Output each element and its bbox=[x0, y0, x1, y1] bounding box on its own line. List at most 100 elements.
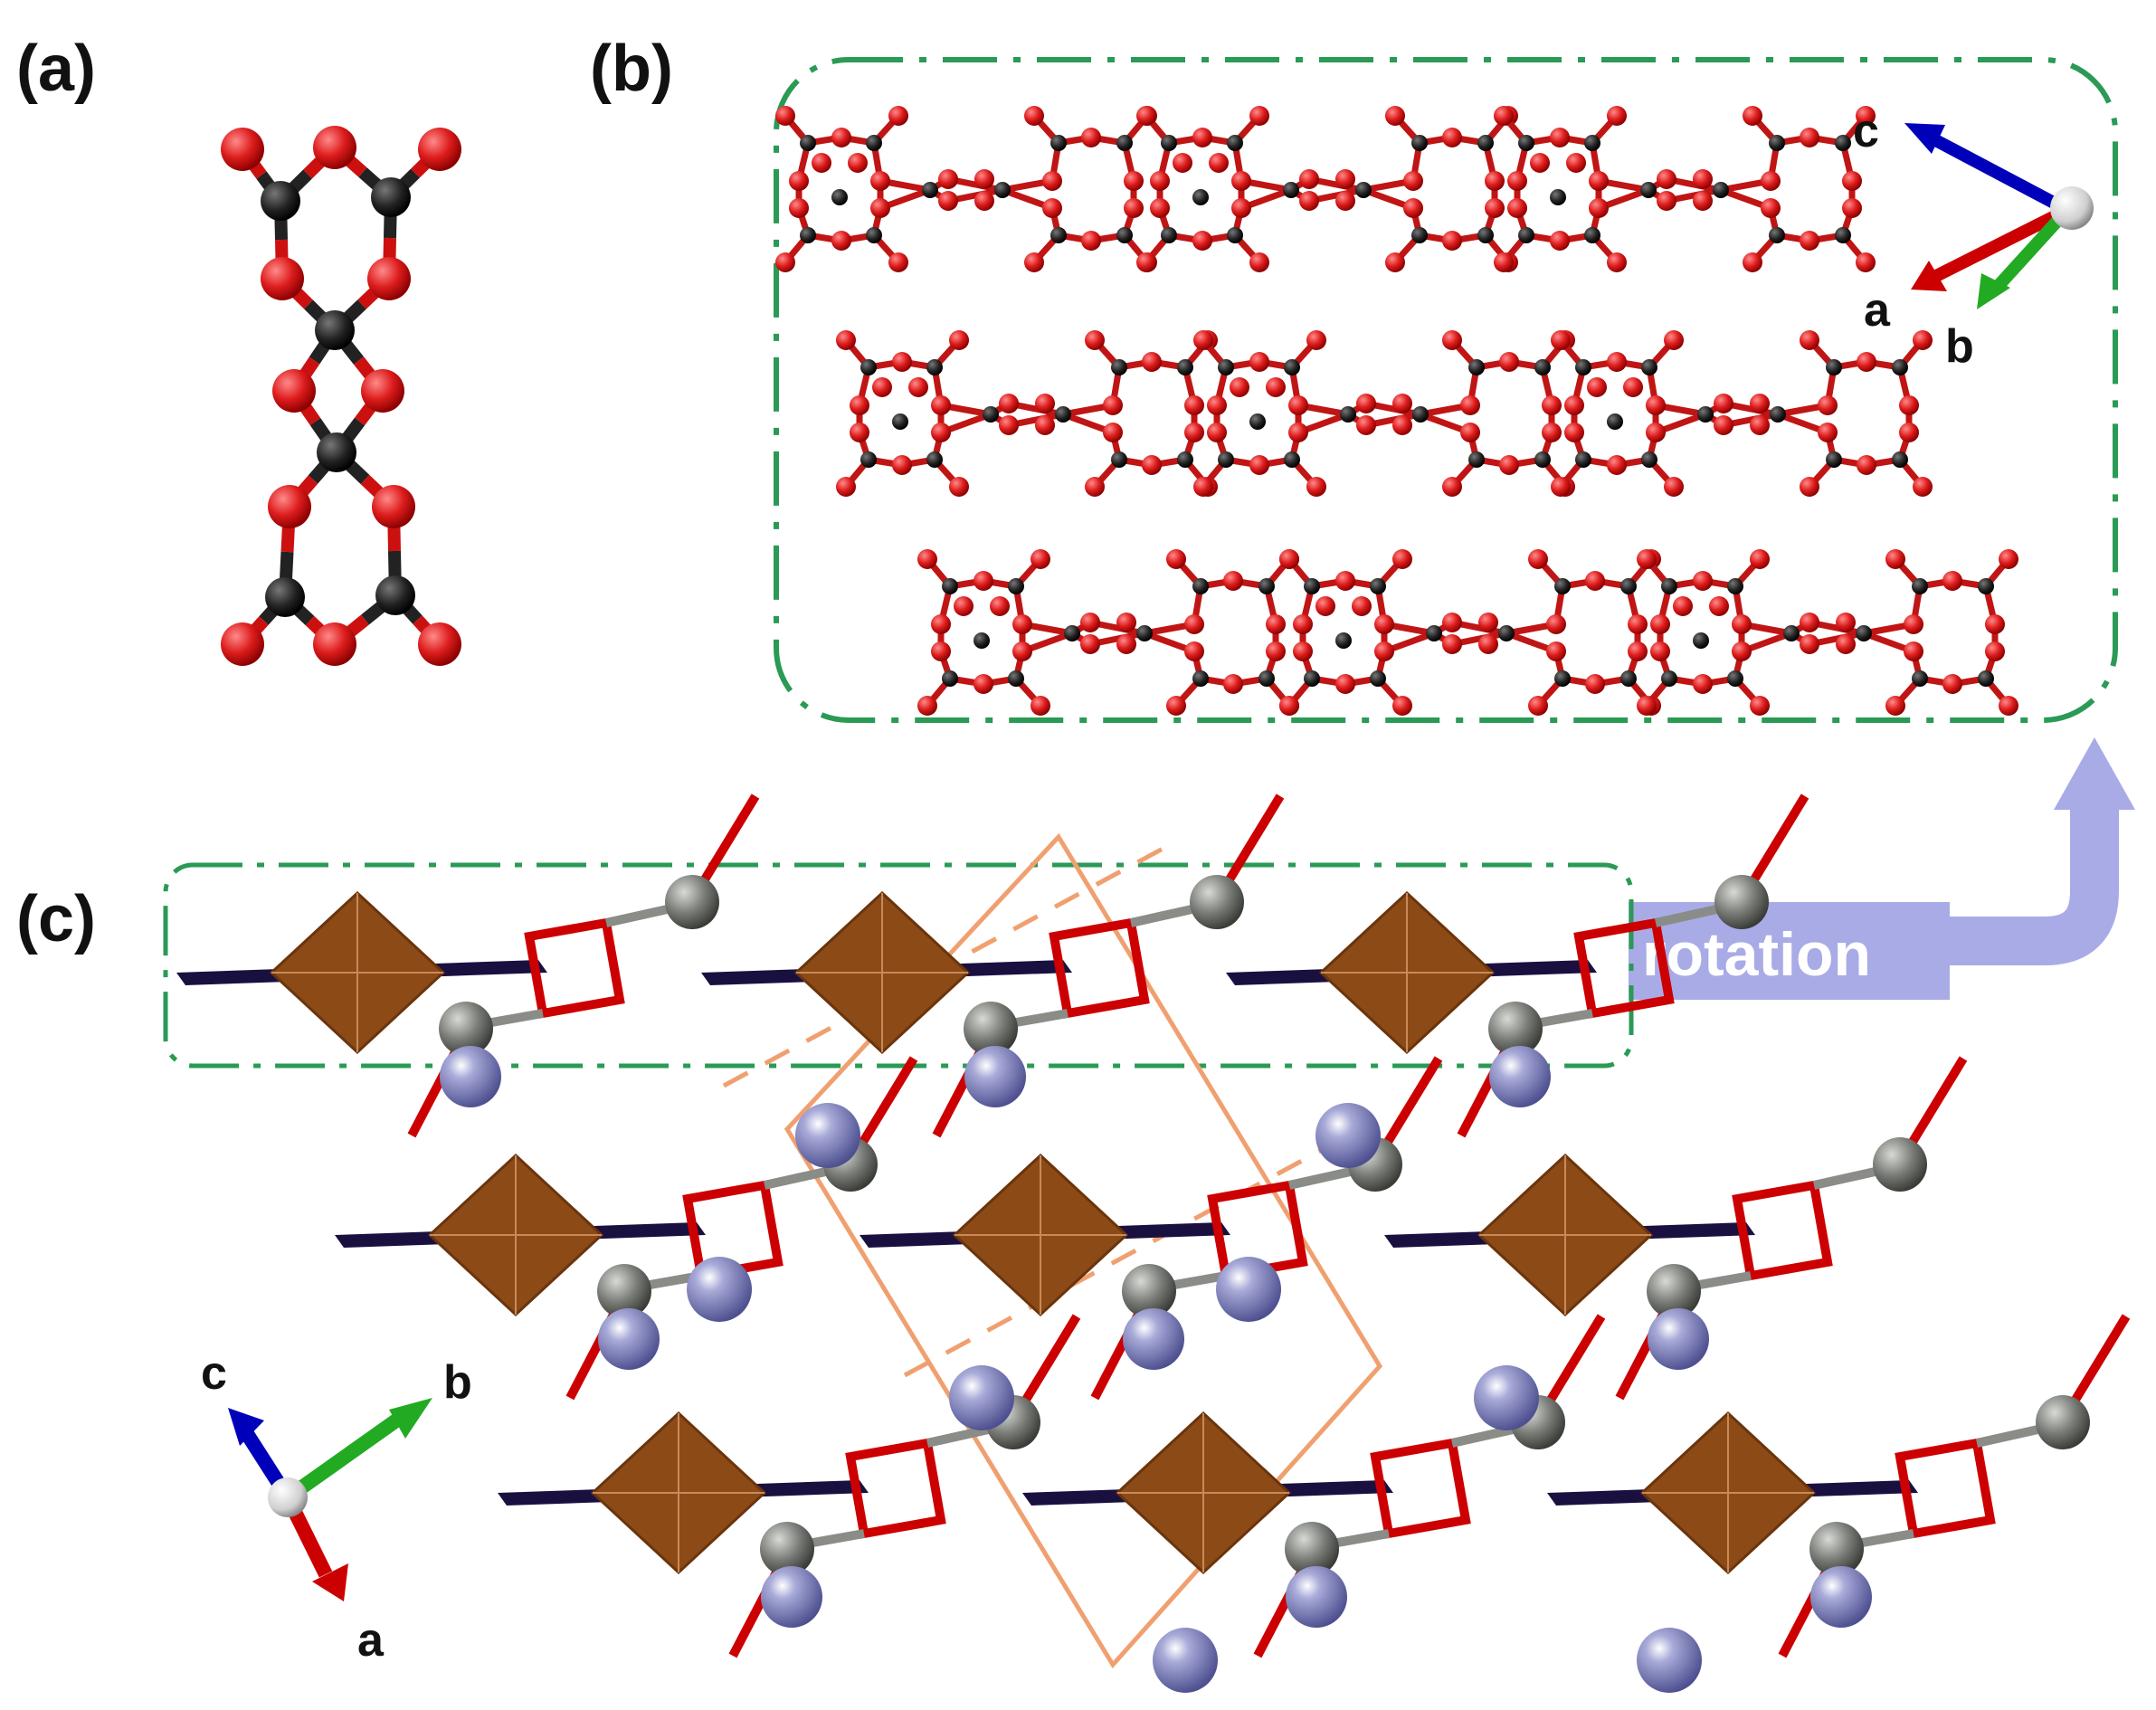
carbon-atom bbox=[1641, 451, 1657, 468]
oxygen-atom bbox=[1856, 106, 1876, 126]
oxygen-atom bbox=[938, 169, 958, 189]
oxygen-atom bbox=[1761, 198, 1781, 218]
oxygen-atom bbox=[1266, 377, 1286, 397]
carbon-atom bbox=[866, 227, 882, 243]
oxygen-atom bbox=[367, 257, 411, 300]
rotation-label: rotation bbox=[1642, 920, 1871, 989]
metal-ion bbox=[440, 1046, 501, 1107]
carbon-atom bbox=[1008, 670, 1024, 687]
oxygen-atom bbox=[1589, 198, 1609, 218]
carbon-atom bbox=[1856, 625, 1872, 641]
oxygen-atom bbox=[1249, 252, 1269, 272]
oxygen-atom bbox=[1230, 377, 1249, 397]
oxygen-atom bbox=[974, 571, 993, 591]
axis-triad-icon bbox=[1904, 123, 2094, 309]
oxygen-atom bbox=[1693, 571, 1713, 591]
carbon-atom bbox=[1258, 578, 1275, 594]
carbon-atom bbox=[1661, 670, 1677, 687]
oxygen-atom bbox=[1442, 128, 1462, 147]
oxygen-atom bbox=[931, 395, 951, 415]
carbon-atom bbox=[1518, 135, 1534, 151]
carbon-atom bbox=[1769, 135, 1785, 151]
oxygen-atom bbox=[1299, 191, 1319, 211]
carbon-atom bbox=[1575, 451, 1591, 468]
carbon-atom bbox=[1477, 135, 1494, 151]
oxygen-atom bbox=[1904, 641, 1923, 661]
oxygen-atom bbox=[1392, 394, 1412, 413]
molecule bbox=[1136, 106, 1518, 272]
oxygen-atom bbox=[1124, 198, 1144, 218]
oxygen-atom bbox=[1999, 549, 2018, 569]
oxygen-atom bbox=[1637, 549, 1657, 569]
oxygen-atom bbox=[1528, 696, 1548, 716]
oxygen-atom bbox=[892, 352, 912, 372]
oxygen-atom bbox=[1042, 198, 1062, 218]
carbon-atom bbox=[1892, 359, 1908, 375]
oxygen-atom bbox=[1657, 191, 1676, 211]
oxygen-atom bbox=[1664, 477, 1684, 497]
oxygen-atom bbox=[1356, 415, 1376, 435]
layer-frame bbox=[163, 862, 1634, 1069]
oxygen-atom bbox=[1842, 198, 1862, 218]
oxygen-atom bbox=[812, 153, 831, 173]
oxygen-atom bbox=[1103, 423, 1123, 442]
oxygen-atom bbox=[931, 423, 951, 442]
oxygen-atom bbox=[1142, 455, 1162, 475]
oxygen-atom bbox=[1209, 153, 1229, 173]
oxygen-atom bbox=[1223, 571, 1243, 591]
carbon-atom bbox=[1111, 451, 1127, 468]
carbon-atom bbox=[1550, 189, 1566, 205]
carbon-atom bbox=[1161, 227, 1177, 243]
axis-triad-icon bbox=[228, 1398, 432, 1601]
oxygen-atom bbox=[1031, 696, 1050, 716]
oxygen-atom bbox=[1507, 171, 1527, 191]
oxygen-atom bbox=[1485, 198, 1505, 218]
metal-ion bbox=[795, 1103, 860, 1168]
oxygen-atom bbox=[990, 596, 1010, 616]
carbon-atom bbox=[1584, 227, 1600, 243]
oxygen-atom bbox=[1392, 696, 1412, 716]
carbon-atom bbox=[1620, 578, 1637, 594]
oxygen-atom bbox=[1231, 171, 1251, 191]
carbon-atom bbox=[1714, 875, 1769, 929]
carbon-atom bbox=[1498, 625, 1515, 641]
oxygen-atom bbox=[1266, 614, 1286, 634]
oxygen-atom bbox=[1494, 252, 1514, 272]
oxygen-atom bbox=[974, 191, 994, 211]
oxygen-atom bbox=[1507, 198, 1527, 218]
molecule bbox=[1279, 549, 1661, 716]
oxygen-atom bbox=[1750, 696, 1770, 716]
oxygen-atom bbox=[1607, 252, 1627, 272]
carbon-atom bbox=[1177, 359, 1193, 375]
oxygen-atom bbox=[1150, 198, 1170, 218]
oxygen-atom bbox=[1551, 330, 1571, 350]
carbon-atom bbox=[942, 670, 958, 687]
oxygen-atom bbox=[1288, 423, 1308, 442]
oxygen-atom bbox=[848, 153, 868, 173]
oxygen-atom bbox=[1550, 128, 1570, 147]
oxygen-atom bbox=[1693, 169, 1713, 189]
oxygen-atom bbox=[1585, 674, 1605, 694]
carbon-atom bbox=[1227, 135, 1243, 151]
oxygen-atom bbox=[1024, 252, 1044, 272]
oxygen-atom bbox=[1885, 696, 1905, 716]
carbon-atom bbox=[1697, 406, 1714, 423]
carbon-atom bbox=[1713, 182, 1729, 198]
oxygen-atom bbox=[1085, 330, 1105, 350]
carbon-atom bbox=[1370, 670, 1386, 687]
axis-label-b-c: c bbox=[1853, 105, 1879, 157]
carbon-atom bbox=[1122, 1264, 1176, 1318]
carbon-atom bbox=[1554, 670, 1571, 687]
metal-ion bbox=[1648, 1308, 1709, 1370]
oxygen-atom bbox=[1800, 477, 1819, 497]
molecule bbox=[775, 106, 1157, 272]
axis-label-c-a: a bbox=[357, 1614, 385, 1667]
oxygen-atom bbox=[1494, 106, 1514, 126]
carbon-atom bbox=[375, 575, 415, 615]
oxygen-atom bbox=[1732, 614, 1752, 634]
oxygen-atom bbox=[1709, 596, 1729, 616]
carbon-atom bbox=[1554, 578, 1571, 594]
oxygen-atom bbox=[1035, 415, 1055, 435]
metal-ion bbox=[687, 1257, 752, 1322]
